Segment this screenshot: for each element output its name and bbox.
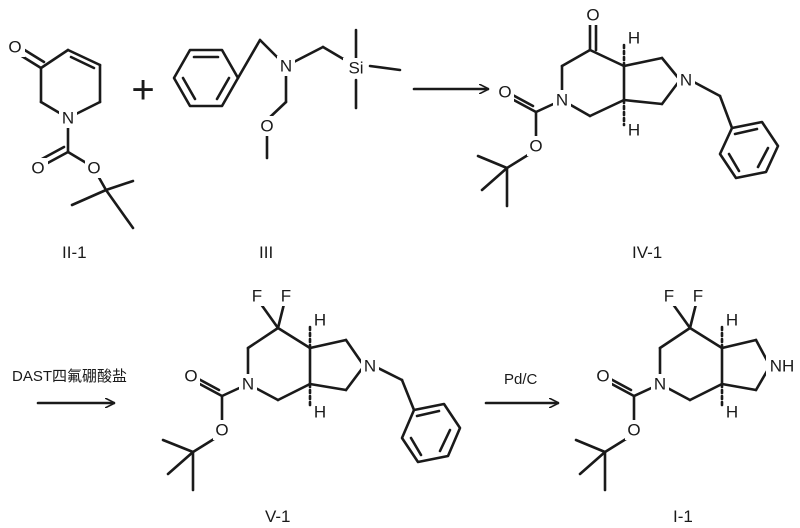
atom-O: O xyxy=(184,367,197,386)
reagent-step-2: DAST四氟硼酸盐 xyxy=(12,368,127,385)
atom-O: O xyxy=(596,367,609,386)
structure-compound-1: O N O O xyxy=(7,37,135,230)
atom-H: H xyxy=(628,29,640,48)
atom-H: H xyxy=(628,121,640,140)
atom-O: O xyxy=(586,6,599,25)
atom-F: F xyxy=(664,287,674,306)
atom-N: N xyxy=(364,357,376,376)
atom-N: N xyxy=(556,91,568,110)
atom-O: O xyxy=(529,137,542,156)
atom-H: H xyxy=(314,311,326,330)
atom-F: F xyxy=(693,287,703,306)
atom-H: H xyxy=(726,311,738,330)
atom-N: N xyxy=(62,109,74,128)
compound-1-label: II-1 xyxy=(62,243,87,262)
atom-N: N xyxy=(680,71,692,90)
structure-compound-5: F F N NH O O H H xyxy=(574,286,796,492)
plus-sign: + xyxy=(131,68,154,112)
atom-N: N xyxy=(654,375,666,394)
atom-O: O xyxy=(215,421,228,440)
atom-O: O xyxy=(8,38,21,57)
atom-F: F xyxy=(252,287,262,306)
atom-O: O xyxy=(87,159,100,178)
atom-Si: Si xyxy=(348,59,363,78)
compound-4-label: V-1 xyxy=(265,507,291,526)
atom-O: O xyxy=(31,159,44,178)
atom-N: N xyxy=(242,375,254,394)
atom-O: O xyxy=(260,117,273,136)
atom-F: F xyxy=(281,287,291,306)
compound-3-label: IV-1 xyxy=(632,243,662,262)
compound-5-label: I-1 xyxy=(673,507,693,526)
structure-compound-4: F F N N O O H H xyxy=(161,286,462,492)
structure-compound-2: N Si O xyxy=(172,28,402,160)
atom-N: N xyxy=(280,57,292,76)
structure-compound-3: O N N O O H H xyxy=(476,5,780,208)
atom-NH: NH xyxy=(770,357,795,376)
atom-H: H xyxy=(314,403,326,422)
reagent-step-3: Pd/C xyxy=(504,371,538,388)
atom-H: H xyxy=(726,403,738,422)
compound-2-label: III xyxy=(259,243,273,262)
atom-O: O xyxy=(498,83,511,102)
atom-O: O xyxy=(627,421,640,440)
